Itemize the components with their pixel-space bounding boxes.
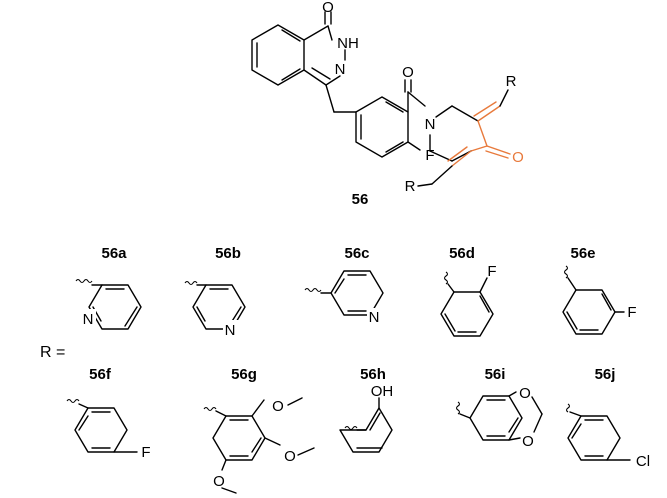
atom-label-oh: OH bbox=[371, 383, 394, 400]
atom-label-cl: Cl bbox=[636, 453, 650, 470]
substituent-56f: 56f F bbox=[66, 366, 151, 461]
substituent-label: 56c bbox=[344, 245, 369, 262]
atom-label-f: F bbox=[627, 304, 636, 321]
substituent-56a: 56a N bbox=[75, 245, 142, 330]
substituent-56h: 56h OH bbox=[339, 366, 394, 453]
atom-label-n: N bbox=[335, 61, 346, 78]
substituent-56e: 56e F bbox=[562, 245, 637, 335]
substituent-label: 56a bbox=[101, 245, 127, 262]
upper-benzylidene bbox=[473, 89, 509, 122]
atom-label-o-ketone: O bbox=[512, 149, 524, 166]
phthalazinone-diazine-ring bbox=[303, 11, 346, 86]
atom-label-r-bottom: R bbox=[405, 178, 416, 195]
substituent-label: 56b bbox=[215, 245, 241, 262]
atom-label-n: N bbox=[225, 322, 236, 339]
atom-label-o: O bbox=[522, 433, 534, 450]
atom-label-n-ring: N bbox=[425, 116, 436, 133]
atom-label-n: N bbox=[369, 309, 380, 326]
substituent-label: 56i bbox=[485, 366, 506, 383]
atom-label-f: F bbox=[141, 444, 150, 461]
compound-label-56: 56 bbox=[352, 191, 369, 208]
substituent-label: 56f bbox=[89, 366, 112, 383]
atom-label-n: N bbox=[83, 311, 94, 328]
atom-label-o: O bbox=[519, 385, 531, 402]
substituent-label: 56j bbox=[595, 366, 616, 383]
atom-label-o2: O bbox=[402, 64, 414, 81]
substituent-label: 56h bbox=[360, 366, 386, 383]
lower-benzylidene bbox=[417, 146, 472, 187]
piperidinone-ring bbox=[429, 105, 511, 162]
atom-label-r-top: R bbox=[506, 73, 517, 90]
core-structure-56: O NH N F O N bbox=[251, 0, 524, 208]
atom-label-o: O bbox=[284, 448, 296, 465]
atom-label-o: O bbox=[213, 473, 225, 490]
phthalazinone-benzo-ring bbox=[251, 24, 305, 86]
methylene-bond-1 bbox=[325, 84, 335, 113]
atom-label-o: O bbox=[272, 398, 284, 415]
substituent-label: 56e bbox=[570, 245, 595, 262]
substituent-56g: 56g O O O bbox=[203, 366, 315, 494]
substituent-label: 56g bbox=[231, 366, 257, 383]
substituent-56i: 56i O O bbox=[455, 366, 543, 450]
atom-label-f: F bbox=[487, 263, 496, 280]
atom-label-f: F bbox=[425, 147, 434, 164]
substituent-56d: 56d F bbox=[440, 245, 497, 337]
r-equals-label: R = bbox=[40, 344, 65, 361]
substituent-56c: 56c N bbox=[304, 245, 384, 326]
atom-label-o1: O bbox=[322, 0, 334, 16]
fluorobenzene-ring bbox=[355, 96, 421, 158]
atom-label-nh: NH bbox=[337, 35, 359, 52]
amide-carbonyl bbox=[404, 79, 426, 113]
substituent-56j: 56j Cl bbox=[565, 366, 650, 470]
substituent-56b: 56b N bbox=[184, 245, 246, 339]
substituent-label: 56d bbox=[449, 245, 475, 262]
